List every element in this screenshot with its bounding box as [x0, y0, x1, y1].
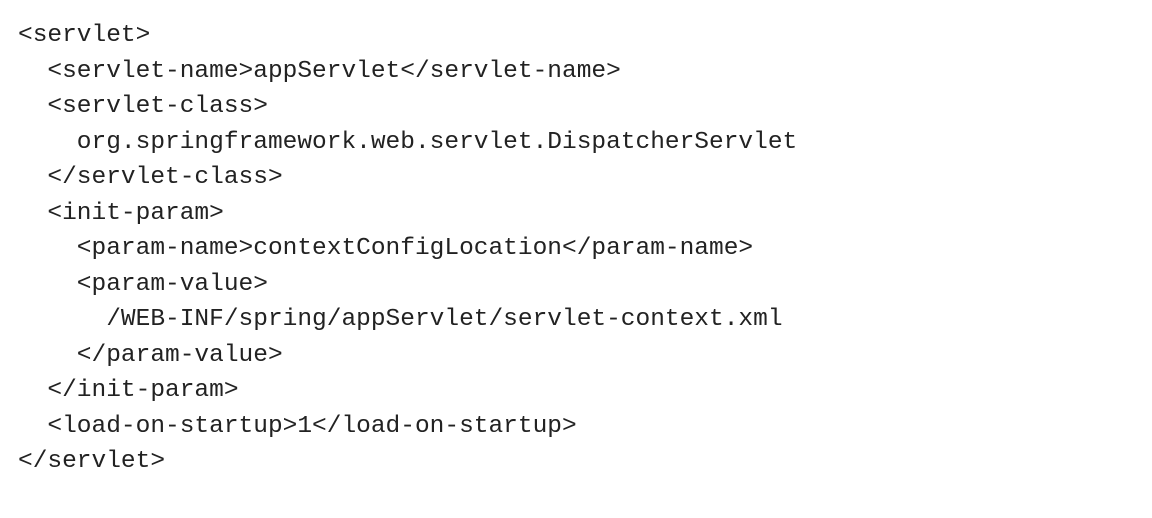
code-line-servlet-close: </servlet> — [18, 448, 166, 475]
code-line-param-value-open: <param-value> — [18, 270, 268, 298]
code-line-servlet-class-value: org.springframework.web.servlet.Dispatch… — [18, 128, 798, 156]
code-line-servlet-open: <servlet> — [18, 22, 151, 49]
code-line-servlet-name: <servlet-name>appServlet</servlet-name> — [18, 57, 621, 85]
code-line-param-value-close: </param-value> — [18, 341, 283, 369]
code-line-param-value: /WEB-INF/spring/appServlet/servlet-conte… — [18, 306, 783, 333]
code-line-servlet-class-close: </servlet-class> — [18, 164, 283, 191]
code-line-param-name: <param-name>contextConfigLocation</param… — [18, 235, 754, 262]
code-line-servlet-class-open: <servlet-class> — [18, 93, 268, 120]
xml-code-block: <servlet> <servlet-name>appServlet</serv… — [18, 18, 797, 480]
code-line-load-on-startup: <load-on-startup>1</load-on-startup> — [18, 412, 577, 440]
code-line-init-param-close: </init-param> — [18, 377, 239, 404]
code-line-init-param-open: <init-param> — [18, 199, 224, 227]
